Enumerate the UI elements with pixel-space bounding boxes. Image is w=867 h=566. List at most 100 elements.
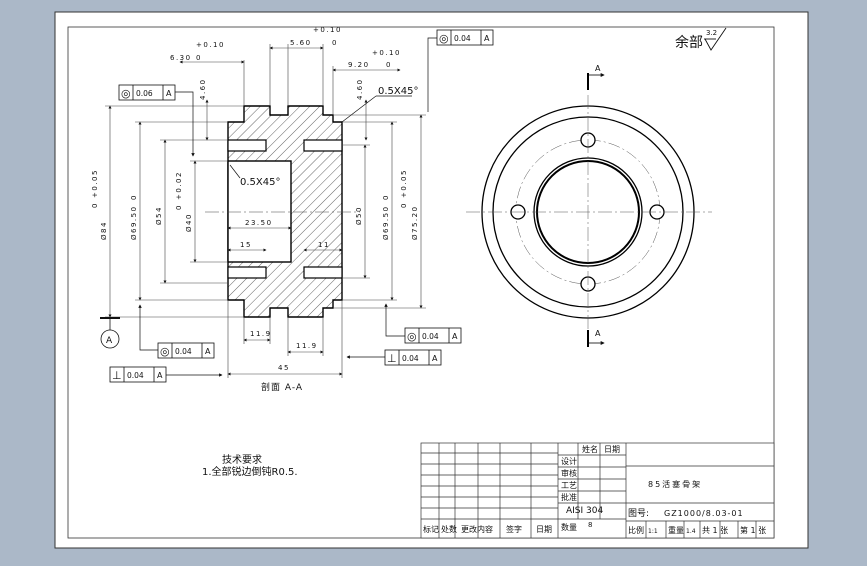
tech-line-1: 1.全部锐边倒钝R0.5. bbox=[202, 465, 298, 478]
tb-sheets-total: 共 1 张 bbox=[702, 526, 728, 535]
fcf-5-datum: A bbox=[432, 354, 438, 363]
section-arrow-top: A bbox=[595, 64, 601, 73]
dim-left-1-low: 0 bbox=[91, 202, 99, 208]
tb-r-design: 设计 bbox=[561, 456, 577, 466]
dim-top-3-up: +0.10 bbox=[372, 49, 401, 57]
dim-bottom-1: 11.9 bbox=[250, 330, 272, 338]
section-arrow-bottom: A bbox=[595, 329, 601, 338]
chamfer-callouts: 0.5X45° 0.5X45° bbox=[229, 86, 418, 188]
dim-right-1: Ø50 bbox=[355, 206, 363, 225]
fcf-4-symbol: ◎ bbox=[160, 345, 170, 358]
tb-bottom-sign: 签字 bbox=[506, 524, 522, 534]
dimension-lines bbox=[105, 44, 426, 378]
dim-overall: 45 bbox=[278, 364, 290, 372]
dim-right-2: Ø69.50 bbox=[382, 205, 390, 240]
dim-top-2-low: 0 bbox=[332, 39, 338, 47]
title-block-text: 姓名 日期 设计 审核 工艺 批准 AISI 304 数量 8 85活塞骨架 图… bbox=[423, 444, 766, 535]
tb-bottom-mark: 标记 bbox=[423, 524, 439, 534]
fcf-2-datum: A bbox=[166, 89, 172, 98]
fcf-1-symbol: ◎ bbox=[439, 32, 449, 45]
dim-groove-right: 11 bbox=[318, 241, 330, 249]
groove-bottom-left bbox=[227, 266, 267, 279]
fcf-4: ◎ 0.04 A bbox=[138, 304, 215, 359]
tb-r-check: 审核 bbox=[561, 468, 577, 478]
tech-requirements: 技术要求 1.全部锐边倒钝R0.5. bbox=[202, 453, 298, 478]
fcf-5-symbol: ⊥ bbox=[387, 352, 397, 365]
tb-scale-label: 比例 bbox=[628, 525, 644, 535]
tb-r-process: 工艺 bbox=[561, 481, 577, 490]
dim-left-2-up: 0 bbox=[130, 194, 138, 200]
dim-top-3-low: 0 bbox=[386, 61, 392, 69]
fcf-2: ◎ 0.06 A bbox=[118, 84, 195, 157]
fcf-2-symbol: ◎ bbox=[121, 87, 131, 100]
datum-a-letter: A bbox=[106, 336, 113, 346]
groove-bottom-right bbox=[303, 266, 343, 279]
fcf-1-tol: 0.04 bbox=[454, 34, 471, 43]
fcf-6-symbol: ⊥ bbox=[112, 369, 122, 382]
fcf-5: ⊥ 0.04 A bbox=[346, 349, 442, 366]
section-title: 剖面 A-A bbox=[261, 381, 303, 393]
chamfer-label-2: 0.5X45° bbox=[240, 177, 280, 188]
fcf-3-datum: A bbox=[452, 332, 458, 341]
dim-left-1-up: +0.05 bbox=[91, 169, 99, 198]
title-block bbox=[420, 442, 775, 539]
fcf-3-tol: 0.04 bbox=[422, 332, 439, 341]
tb-bottom-change: 更改内容 bbox=[461, 524, 493, 534]
fcf-2-tol: 0.06 bbox=[136, 89, 153, 98]
dim-bore-length: 23.50 bbox=[245, 219, 273, 227]
dim-left-1: Ø84 bbox=[100, 221, 108, 240]
dim-right-3-low: 0 bbox=[400, 202, 408, 208]
fcf-1: ◎ 0.04 A bbox=[427, 29, 494, 112]
dim-right-2-up: 0 bbox=[382, 194, 390, 200]
tb-bottom-date: 日期 bbox=[536, 525, 552, 534]
fcf-3: ◎ 0.04 A bbox=[384, 303, 462, 344]
fcf-6: ⊥ 0.04 A bbox=[109, 366, 223, 383]
fcf-1-datum: A bbox=[484, 34, 490, 43]
tb-drawing-no-label: 图号: bbox=[628, 508, 649, 519]
groove-top-right bbox=[303, 139, 343, 152]
section-bore bbox=[227, 160, 292, 263]
dim-top-4: 4.60 bbox=[199, 78, 207, 100]
dim-groove-left: 15 bbox=[240, 241, 252, 249]
dim-top-5: 4.60 bbox=[356, 78, 364, 100]
tb-drawing-no: GZ1000/8.03-01 bbox=[664, 509, 744, 518]
dim-left-3: Ø54 bbox=[155, 206, 163, 225]
roughness-symbol: 余部 3.2 bbox=[675, 27, 727, 51]
dim-top-3: 9.20 bbox=[348, 61, 370, 69]
chamfer-label-1: 0.5X45° bbox=[378, 86, 418, 97]
tb-material: AISI 304 bbox=[566, 506, 603, 516]
fcf-4-tol: 0.04 bbox=[175, 347, 192, 356]
fcf-4-datum: A bbox=[205, 347, 211, 356]
fcf-6-tol: 0.04 bbox=[127, 371, 144, 380]
fcf-3-symbol: ◎ bbox=[407, 330, 417, 343]
roughness-value: 3.2 bbox=[706, 29, 717, 37]
groove-top-left bbox=[227, 139, 267, 152]
dim-top-2-up: +0.10 bbox=[313, 26, 342, 34]
dim-left-4-low: 0 bbox=[175, 204, 183, 210]
tb-weight-label: 重量 bbox=[668, 525, 684, 535]
tb-weight: 1.4 bbox=[686, 528, 696, 535]
tb-qty: 8 bbox=[588, 521, 592, 529]
dim-left-4: Ø40 bbox=[185, 213, 193, 232]
dim-top-1-low: 0 bbox=[196, 54, 202, 62]
tb-qty-label: 数量 bbox=[561, 522, 577, 532]
fcf-6-datum: A bbox=[157, 371, 163, 380]
dim-left-4-up: +0.02 bbox=[175, 171, 183, 200]
dim-right-3: Ø75.20 bbox=[411, 205, 419, 240]
dim-left-2: Ø69.50 bbox=[130, 205, 138, 240]
dim-bottom-2: 11.9 bbox=[296, 342, 318, 350]
tb-h-name: 姓名 bbox=[582, 444, 598, 454]
roughness-prefix: 余部 bbox=[675, 34, 703, 51]
dim-top-1: 6.30 bbox=[170, 54, 192, 62]
fcf-5-tol: 0.04 bbox=[402, 354, 419, 363]
dimension-texts: 6.30 +0.10 0 5.60 +0.10 0 9.20 +0.10 0 4… bbox=[91, 26, 419, 372]
tb-bottom-count: 处数 bbox=[441, 524, 457, 534]
tb-r-approve: 批准 bbox=[561, 492, 577, 502]
dim-right-3-up: +0.05 bbox=[400, 169, 408, 198]
dim-top-1-up: +0.10 bbox=[196, 41, 225, 49]
tb-scale: 1:1 bbox=[648, 528, 658, 535]
front-view: A A bbox=[466, 64, 712, 347]
dim-top-2: 5.60 bbox=[290, 39, 312, 47]
